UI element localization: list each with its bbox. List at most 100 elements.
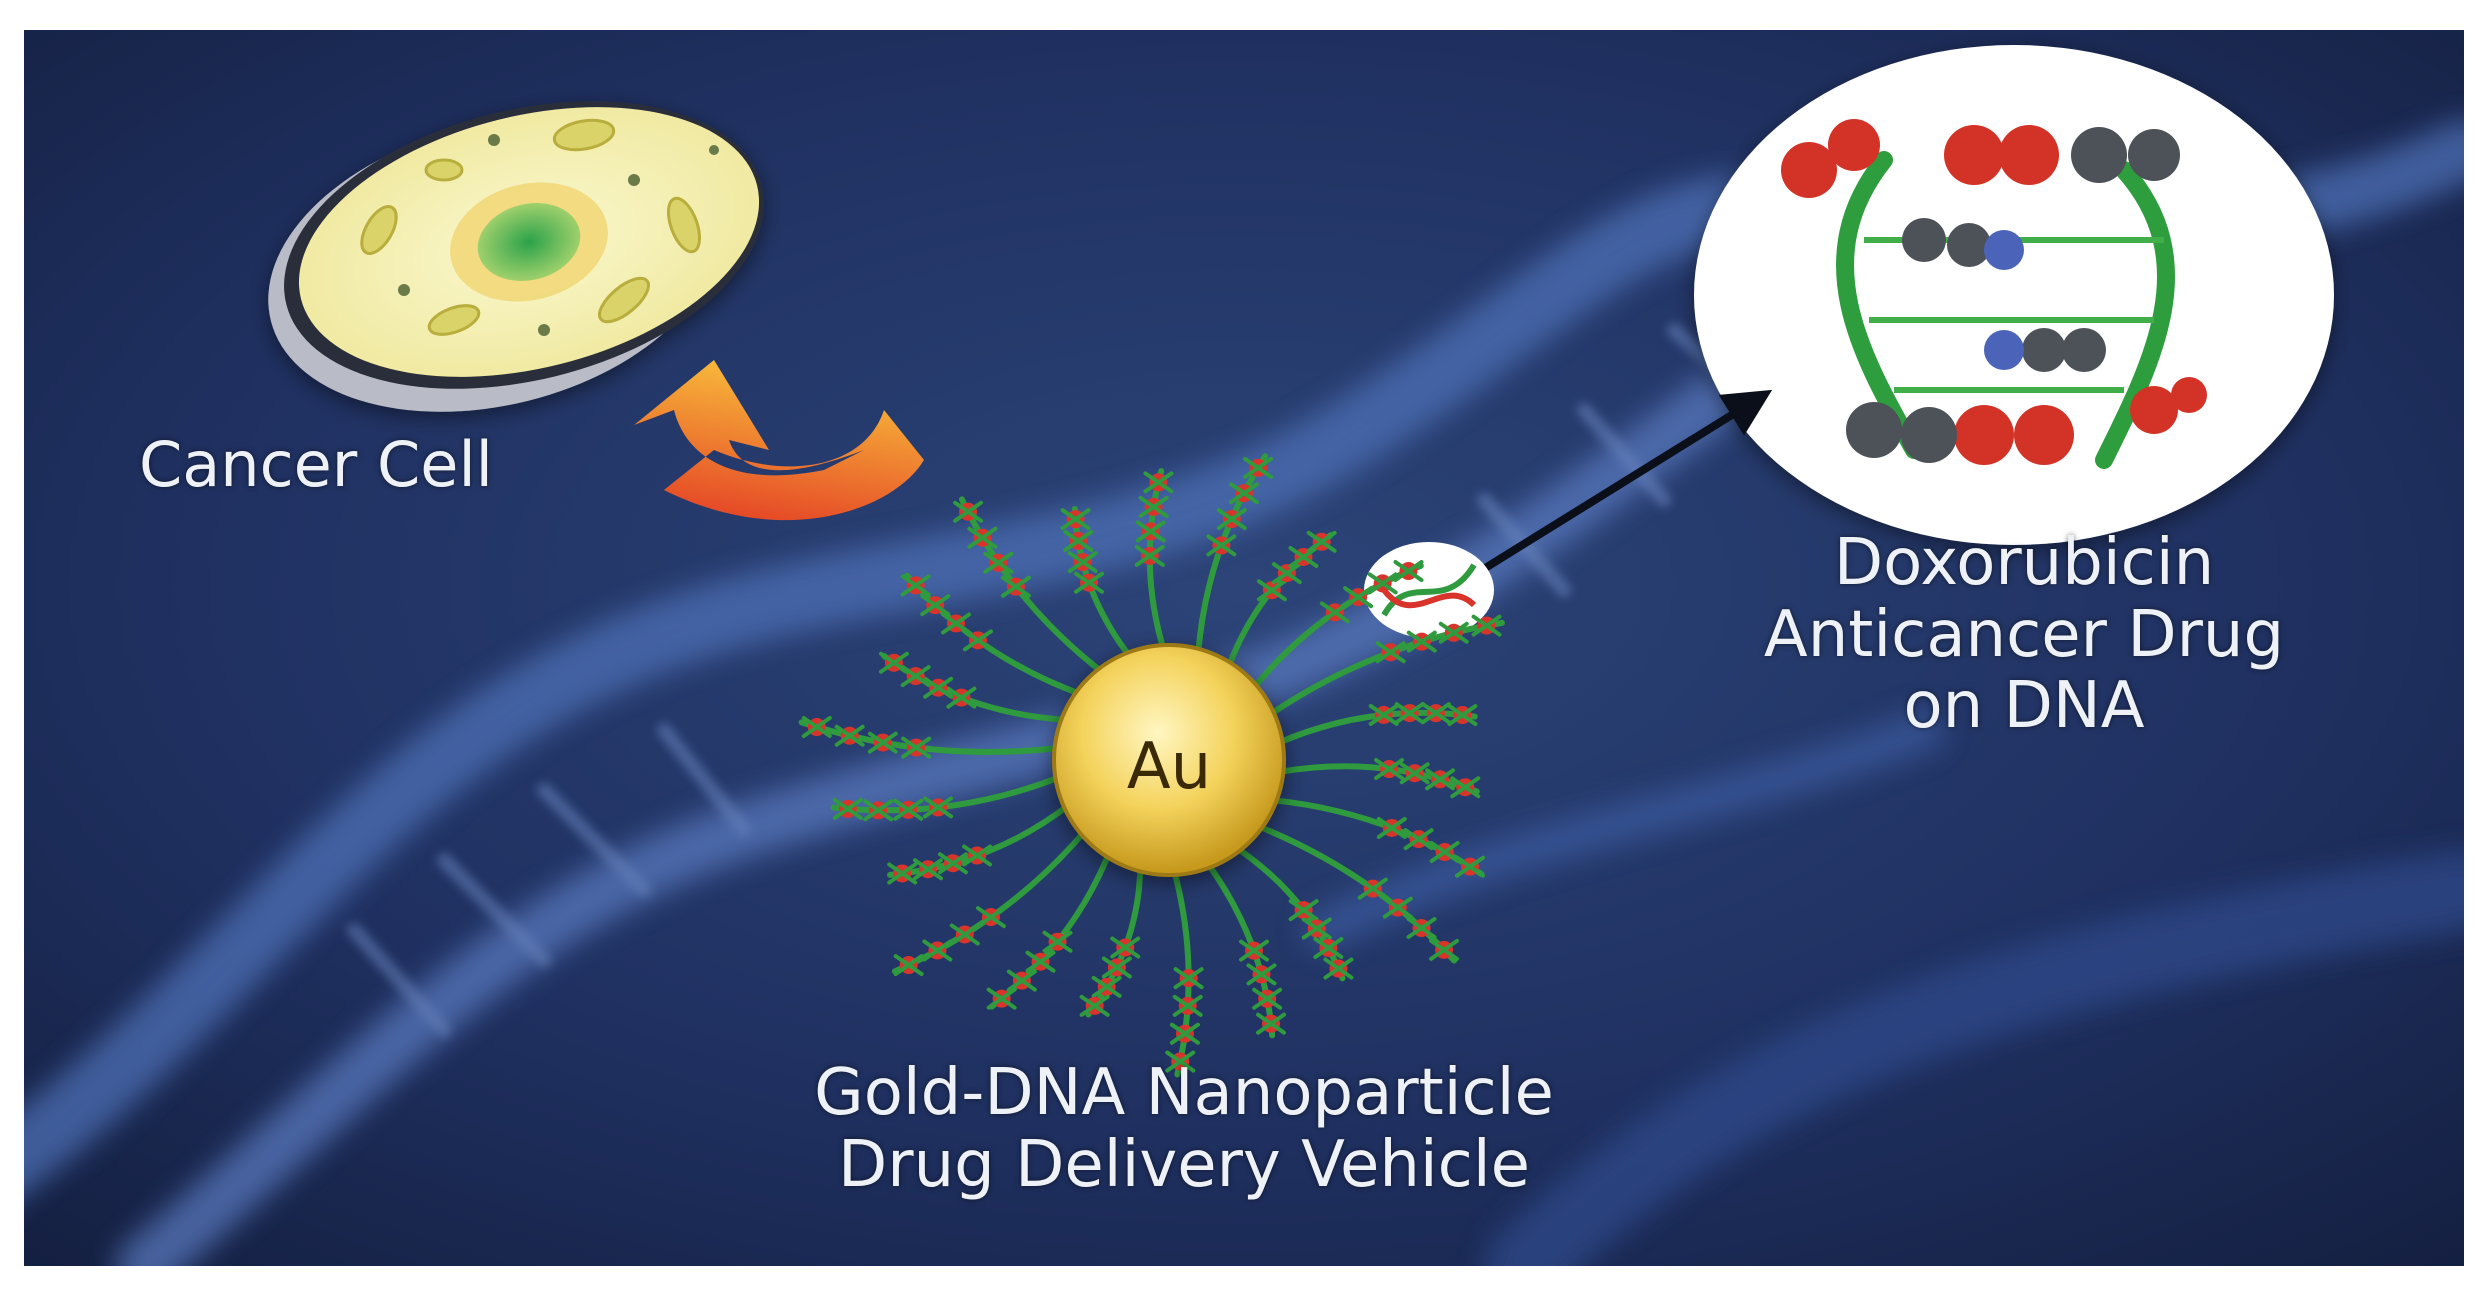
strand-crossbar [1256, 579, 1287, 602]
strand-crossbar [1406, 630, 1437, 653]
strand-crossbar [1271, 562, 1302, 585]
strand-crossbar [1256, 1012, 1287, 1035]
strand-crossbar [949, 923, 980, 946]
strand-crossbar [1450, 776, 1481, 799]
strand-crossbar [878, 651, 909, 674]
strand-crossbar [1454, 855, 1485, 878]
strand-crossbar [1165, 1050, 1196, 1073]
dna-fragment-icon [1364, 542, 1494, 638]
strand-crossbar [1173, 967, 1204, 990]
strand-crossbar [1357, 877, 1388, 900]
strand-crossbar [1425, 768, 1456, 791]
strand-crossbar [1438, 621, 1469, 644]
strand-crossbar [1228, 482, 1259, 505]
strand-crossbar [923, 796, 954, 819]
strand-crossbar [887, 862, 918, 885]
strand-crossbar [1252, 987, 1283, 1010]
cancer-cell-icon [268, 101, 764, 412]
strand-crossbar [1374, 758, 1405, 781]
strand-crossbar [1138, 495, 1169, 518]
zoom-pointer-arrow [1471, 389, 1773, 579]
strand-crossbar [1067, 551, 1098, 574]
dna-strand [1146, 468, 1170, 662]
strand-crossbar [1323, 957, 1354, 980]
strand-crossbar [1091, 975, 1122, 998]
strand-crossbar [962, 844, 993, 867]
dna-strand [1274, 709, 1478, 747]
strand-crossbar [1101, 956, 1132, 979]
dna-strand [830, 773, 1064, 814]
dna-strand [1199, 853, 1276, 1039]
strand-crossbar [967, 526, 998, 549]
strand-crossbar [1403, 828, 1434, 851]
strand-crossbar [1343, 586, 1374, 609]
strand-crossbar [1079, 994, 1110, 1017]
vehicle-label-line-2: Drug Delivery Vehicle [838, 1127, 1530, 1202]
cancer-cell-label-text: Cancer Cell [139, 428, 493, 501]
dna-strand [798, 719, 1063, 755]
strand-crossbar [1000, 575, 1031, 598]
strand-crossbar [1313, 936, 1344, 959]
vehicle-label-line-1: Gold-DNA Nanoparticle [814, 1056, 1554, 1130]
drug-label: Doxorubicin Anticancer Drug on DNA [1664, 526, 2384, 744]
strand-crossbar [1143, 471, 1174, 494]
dna-strand [887, 801, 1074, 878]
gold-nanoparticle-icon [798, 453, 1505, 1078]
strand-crossbar [1406, 917, 1437, 940]
strand-crossbar [801, 716, 832, 739]
strand-crossbar [983, 551, 1014, 574]
strand-crossbar [1172, 994, 1203, 1017]
drug-label-line-3: on DNA [1903, 669, 2145, 744]
strand-crossbar [1006, 969, 1037, 992]
gold-core-label: Au [1126, 730, 1212, 804]
strand-crossbar [1376, 816, 1407, 839]
strand-crossbar [1393, 560, 1424, 583]
strand-crossbar [900, 574, 931, 597]
strand-crossbar [1306, 530, 1337, 553]
strand-crossbar [937, 852, 968, 875]
drug-label-line-1: Doxorubicin [1833, 526, 2215, 600]
strand-crossbar [893, 798, 924, 821]
strand-crossbar [1447, 704, 1478, 727]
strand-crossbar [1169, 1022, 1200, 1045]
figure: Cancer Cell Doxorubicin Anticancer Drug … [24, 30, 2464, 1266]
strand-crossbar [1368, 703, 1399, 726]
strand-crossbar [1135, 520, 1166, 543]
strand-crossbar [922, 939, 953, 962]
dna-strand [1275, 763, 1480, 795]
strand-crossbar [923, 676, 954, 699]
strand-crossbar [920, 594, 951, 617]
strand-crossbar [940, 612, 971, 635]
strand-crossbar [1394, 702, 1425, 725]
dna-strand [1264, 619, 1505, 719]
curved-arrow-icon [634, 360, 924, 521]
strand-crossbar [946, 686, 977, 709]
molecular-zoom-icon [1694, 45, 2334, 545]
drug-label-line-2: Anticancer Drug [1763, 597, 2285, 672]
strand-crossbar [975, 906, 1006, 929]
strand-crossbar [1382, 896, 1413, 919]
vehicle-label: Gold-DNA Nanoparticle Drug Delivery Vehi… [684, 1056, 1684, 1202]
strand-crossbar [893, 954, 924, 977]
strand-crossbar [1399, 762, 1430, 785]
strand-crossbar [1110, 936, 1141, 959]
dna-strand [1168, 858, 1192, 1078]
strand-crossbar [1063, 529, 1094, 552]
strand-crossbar [1246, 963, 1277, 986]
strand-crossbar [1288, 545, 1319, 568]
strand-crossbar [834, 724, 865, 747]
strand-crossbar [1216, 508, 1247, 531]
strand-crossbar [1042, 930, 1073, 953]
cancer-cell-label: Cancer Cell [139, 428, 493, 501]
strand-crossbar [1074, 571, 1105, 594]
strand-crossbar [901, 736, 932, 759]
strand-crossbar [1288, 899, 1319, 922]
strand-crossbar [867, 731, 898, 754]
strand-crossbar [832, 797, 863, 820]
strand-crossbar [1375, 641, 1406, 664]
strand-crossbar [1471, 614, 1502, 637]
diagram-canvas [24, 30, 2464, 1266]
strand-crossbar [1243, 456, 1274, 479]
strand-crossbar [1206, 534, 1237, 557]
strand-crossbar [1025, 950, 1056, 973]
